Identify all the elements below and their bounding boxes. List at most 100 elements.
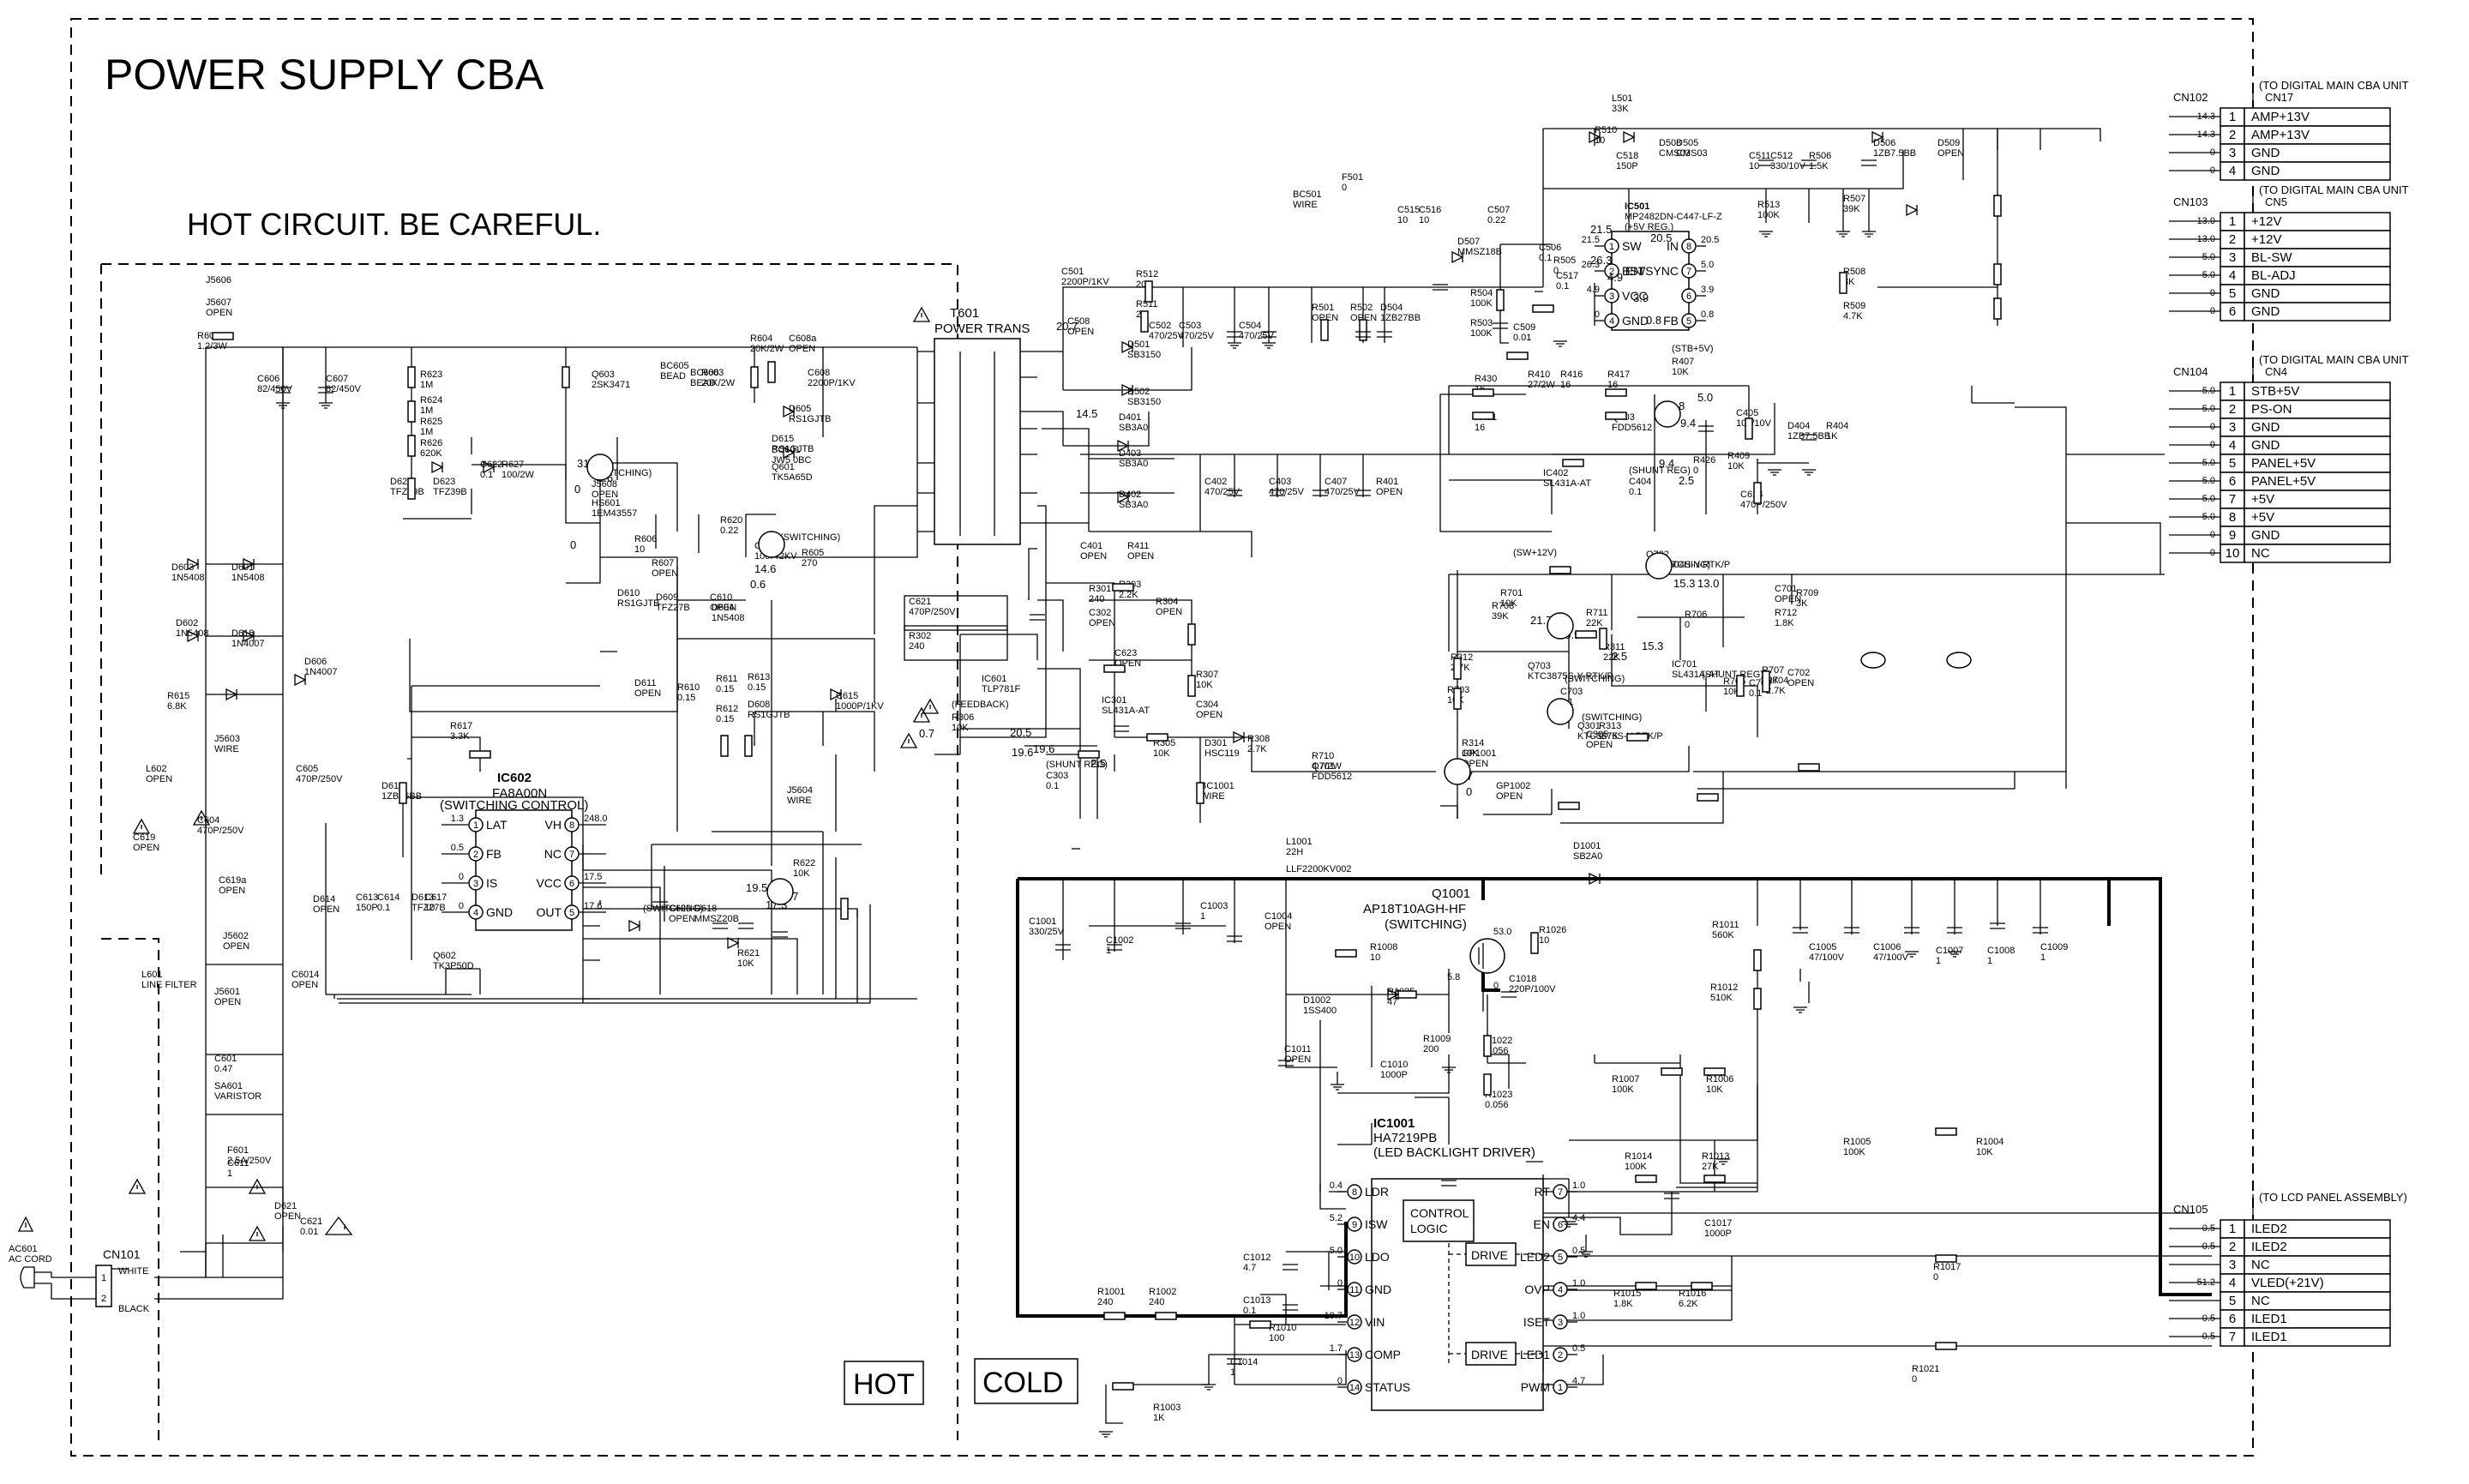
resistor-symbol bbox=[1935, 1342, 1957, 1350]
ic602-pin-4-circle bbox=[468, 904, 484, 920]
part-ref: C613 bbox=[356, 892, 378, 903]
ic1001-pin-6-num: 6 bbox=[1558, 1220, 1563, 1230]
connector-signal: BL-SW bbox=[2251, 250, 2292, 265]
primary-wiring bbox=[103, 346, 918, 1300]
capacitor-symbol bbox=[1801, 434, 1817, 441]
part-ref: R1012 bbox=[1710, 982, 1738, 993]
ic602-pin-4-num: 4 bbox=[473, 908, 478, 918]
part-ref: D606 bbox=[304, 657, 327, 667]
diode-symbol bbox=[1117, 490, 1130, 504]
connector-dest: (TO DIGITAL MAIN CBA UNIT bbox=[2259, 183, 2409, 196]
part-ref: R306 bbox=[952, 712, 974, 723]
resistor-symbol bbox=[1697, 793, 1719, 802]
ic1001-pin-8-num: 8 bbox=[1352, 1187, 1357, 1198]
connector-signal-cell bbox=[2244, 1327, 2391, 1347]
part-ref: C502 bbox=[1149, 321, 1171, 331]
part-value: 150P bbox=[356, 903, 378, 913]
ic1001-pin-9-circle bbox=[1347, 1217, 1362, 1232]
resistor-symbol bbox=[1703, 1067, 1726, 1076]
part-value: 240 bbox=[1089, 594, 1104, 604]
part-value: MMSZ20B bbox=[694, 914, 739, 924]
resistor-symbol bbox=[1453, 688, 1462, 710]
part-value: OPEN bbox=[214, 997, 241, 1007]
part-value: FDD5612 bbox=[1312, 772, 1352, 782]
capacitor-symbol bbox=[1441, 1180, 1457, 1187]
part-ref: D505 bbox=[1676, 138, 1698, 148]
part-ref: R617 bbox=[450, 721, 472, 731]
voltage-labels: 20.520.719.62.514.521.520.526.34.93.90.8… bbox=[570, 223, 1719, 911]
ic501-part: MP2482DN-C447-LF-Z bbox=[1625, 212, 1722, 222]
transistor-symbol bbox=[1645, 552, 1673, 580]
part-ref: R417 bbox=[1607, 369, 1630, 380]
ic602-pin-8-num: 8 bbox=[569, 820, 574, 831]
ic1001-pin-voltage: 1.7 bbox=[1330, 1343, 1343, 1354]
part-ref: J5603 bbox=[214, 734, 240, 744]
resistor-symbol bbox=[1395, 990, 1417, 999]
board-border bbox=[70, 18, 2254, 1457]
part-value: 1K bbox=[1826, 431, 1838, 442]
voltage-reading: 9.4 bbox=[1680, 417, 1696, 430]
part-value: 1K bbox=[1153, 1413, 1165, 1423]
part-value: 2.7K bbox=[1766, 686, 1786, 696]
part-value: 100/10V bbox=[1736, 418, 1772, 429]
resistor-symbol bbox=[1753, 949, 1762, 971]
part-value: 0.15 bbox=[716, 714, 734, 724]
voltage-reading: 19.6 bbox=[1033, 742, 1054, 755]
part-ref: D623 bbox=[433, 477, 455, 487]
connector-dest-ref: CN4 bbox=[2265, 365, 2287, 378]
part-ref: D622 bbox=[390, 477, 412, 487]
ic1001-pin-10-num: 10 bbox=[1349, 1253, 1360, 1263]
resistor-symbol bbox=[1483, 1035, 1492, 1057]
ic602-pin-7-num: 7 bbox=[569, 850, 574, 860]
part-ref: R409 bbox=[1727, 451, 1750, 461]
resistor-symbol bbox=[1575, 630, 1597, 639]
part-value: RS1GJTB bbox=[789, 414, 832, 424]
ic602-pin-3-circle bbox=[468, 875, 484, 891]
connector-pin-num: 3 bbox=[2229, 146, 2236, 160]
part-ref: IC301 bbox=[1102, 695, 1126, 706]
part-value: 0.15 bbox=[677, 693, 695, 703]
part-ref: R610 bbox=[677, 682, 700, 693]
connector-pin-num: 10 bbox=[2226, 546, 2240, 561]
resistor-symbol bbox=[840, 898, 849, 920]
ground-symbol bbox=[1716, 1158, 1730, 1165]
part-value: 47/100V bbox=[1873, 952, 1909, 963]
part-ref: C610 bbox=[710, 592, 732, 603]
part-value: 1EM43557 bbox=[592, 508, 637, 519]
part-value: 470/25V bbox=[1269, 487, 1305, 497]
ic602-pin-name: IS bbox=[486, 876, 497, 890]
capacitor-symbol bbox=[1175, 922, 1191, 929]
ic602-func: (SWITCHING CONTROL) bbox=[440, 798, 588, 813]
part-value: 470/25V bbox=[1204, 487, 1241, 497]
ic1001-pin-3-circle bbox=[1553, 1314, 1568, 1330]
ic501-pin-8-circle bbox=[1681, 238, 1697, 254]
part-ref: R607 bbox=[652, 558, 674, 568]
part-value: 1M bbox=[420, 406, 433, 416]
voltage-reading: 15.3 bbox=[1673, 577, 1695, 590]
diode-symbol bbox=[294, 673, 307, 687]
connector-pin-num: 5 bbox=[2229, 1294, 2236, 1308]
resistor-symbol bbox=[750, 366, 759, 388]
diode-symbol bbox=[1871, 130, 1884, 144]
part-value: 33K bbox=[1612, 104, 1629, 114]
resistor-symbol bbox=[744, 735, 753, 757]
part-value: 10K bbox=[737, 958, 754, 969]
ic1001-pin-voltage: 0.5 bbox=[1572, 1343, 1585, 1354]
resistor-symbol bbox=[407, 400, 416, 423]
connector-pin-num: 9 bbox=[2229, 528, 2236, 543]
part-ref: R503 bbox=[1470, 318, 1493, 328]
part-value: 1 bbox=[227, 1169, 232, 1179]
part-value: 10K bbox=[1976, 1147, 1993, 1157]
ic1001-pin-4-circle bbox=[1553, 1282, 1568, 1297]
t601-name: POWER TRANS bbox=[934, 321, 1030, 336]
ic1001-pin-voltage: 0.4 bbox=[1330, 1181, 1343, 1191]
part-value: 0.01 bbox=[1513, 333, 1531, 343]
part-ref: F601 bbox=[227, 1145, 249, 1156]
ic602-pin-5-num: 5 bbox=[569, 908, 574, 918]
part-value: SB2A0 bbox=[1573, 851, 1602, 862]
part-value: 100K bbox=[1612, 1084, 1634, 1095]
part-value: 0 bbox=[1693, 466, 1698, 476]
part-ref: C501 bbox=[1061, 267, 1084, 277]
resistor-symbol bbox=[1496, 289, 1505, 311]
ic501-pin-4-circle bbox=[1604, 313, 1619, 328]
